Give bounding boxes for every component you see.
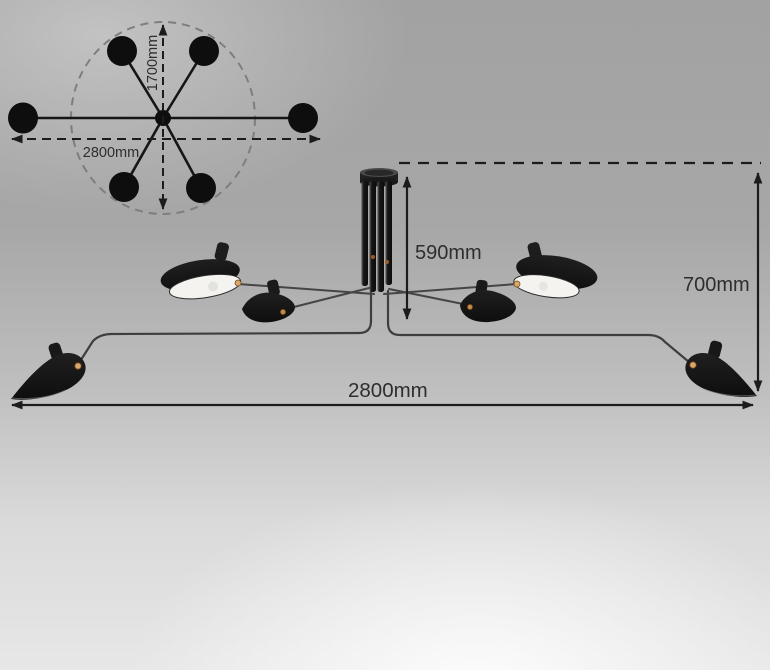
canopy [360,168,398,292]
shade-far-right [685,340,757,397]
arm-mid-right [388,288,469,306]
shade-knob [267,279,280,297]
shade-far-left [11,342,86,400]
canopy-rod [377,181,384,292]
shade-mid-left [242,279,295,323]
arm-mid-left [285,287,370,310]
ball-joint [234,279,242,287]
canopy-rod [385,181,392,285]
top-view-arms [23,50,303,189]
top-view-diagram: 1700mm 2800mm [8,21,321,215]
arm-far-right [386,289,691,364]
ball-joint [74,362,82,370]
rod-joint-dot [385,260,389,264]
shade-knob [708,340,723,359]
ball-joint [467,304,473,310]
shade-upper-left [160,242,242,300]
shade-mid-right [460,279,516,323]
shade-dot-east [288,103,318,133]
top-depth-label: 1700mm [145,35,161,91]
long-arms [77,289,691,365]
canopy-rod [369,181,376,292]
shade-dot-ne [189,36,219,66]
shade-knob [214,242,229,261]
top-width-label: 2800mm [83,145,139,161]
stem-height-label: 590mm [415,242,482,264]
shade-dot-sw [109,172,139,202]
shade-dot-west [8,102,38,134]
overall-width-label: 2800mm [348,379,428,402]
shade-upper-right [513,242,598,299]
rod-joint-dot [371,255,375,259]
shade-dot-se [186,173,216,203]
arm-far-left [77,289,373,365]
bulb-hint [538,281,548,291]
bulb-hint [208,281,219,292]
total-height-label: 700mm [683,274,750,296]
ball-joint [689,361,697,369]
ball-joint [280,309,286,315]
canopy-rod [361,181,368,286]
shade-dot-nw [107,36,137,66]
ball-joint [513,280,521,288]
front-view-lamp: 590mm 700mm 2800mm [11,161,763,410]
